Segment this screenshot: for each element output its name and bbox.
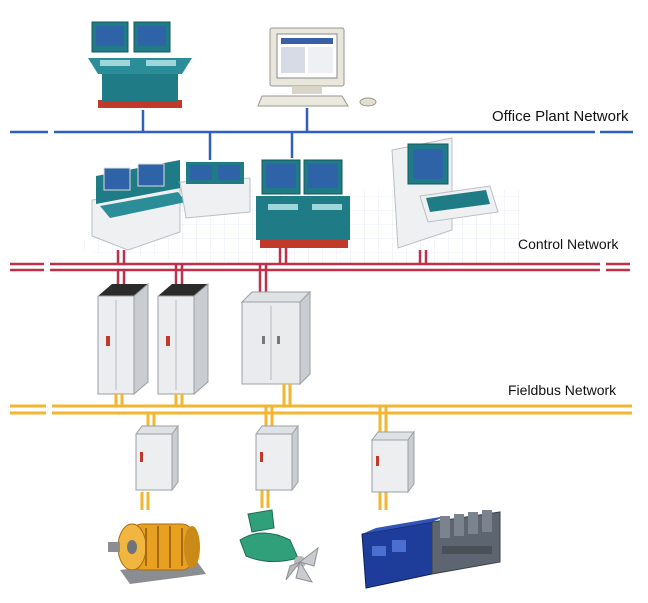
control-desk-icon [91, 137, 499, 251]
cabinet-icon [240, 290, 312, 386]
operator-console-icon [88, 21, 192, 108]
io-box-icon [255, 424, 299, 492]
control-network-label: Control Network [518, 236, 619, 252]
fieldbus-network-label: Fieldbus Network [508, 382, 617, 398]
diesel-engine-icon [361, 510, 501, 589]
electric-motor-icon [108, 523, 206, 584]
office-network-label: Office Plant Network [492, 108, 629, 125]
fieldbus-network-bus [10, 384, 632, 510]
io-box-icon [135, 424, 179, 492]
office-network-bus [10, 108, 633, 160]
office-pc-icon [257, 27, 377, 107]
io-box-icon [371, 430, 415, 494]
cabinet-icon [97, 282, 149, 396]
cabinet-icon [157, 282, 209, 396]
ship-propeller-icon [239, 509, 319, 583]
